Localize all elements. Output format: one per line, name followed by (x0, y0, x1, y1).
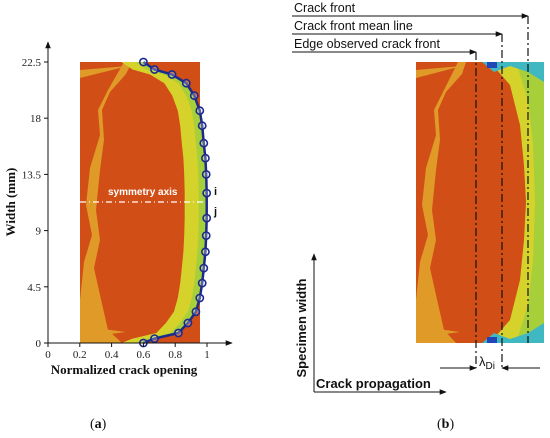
data-point (200, 265, 207, 272)
data-point (202, 248, 209, 255)
data-point (203, 190, 210, 197)
specimen-width-label: Specimen width (294, 278, 309, 377)
caption-b: (b) (437, 417, 454, 432)
caption-a: (a) (90, 417, 107, 432)
data-point (203, 215, 210, 222)
point-label-j: j (213, 206, 217, 218)
data-point (200, 140, 207, 147)
x-tick-label: 0.4 (105, 349, 119, 361)
contour-blue-bottom (487, 337, 497, 343)
x-axis-label: Normalized crack opening (51, 362, 198, 377)
y-ticks: 0 4.5 9 13.5 18 22.5 (22, 57, 48, 350)
data-point (203, 232, 210, 239)
x-tick-label: 0 (45, 349, 51, 361)
y-axis-label: Width (mm) (3, 168, 18, 237)
data-point (183, 80, 190, 87)
y-tick-label: 13.5 (22, 169, 42, 181)
data-point (140, 58, 147, 65)
data-point (199, 280, 206, 287)
x-tick-label: 1 (204, 349, 210, 361)
y-tick-label: 0 (36, 338, 42, 350)
y-tick-label: 18 (30, 113, 42, 125)
contour-blue-top (487, 62, 497, 68)
point-label-i: i (214, 186, 217, 198)
x-tick-label: 0.8 (168, 349, 182, 361)
y-tick-label: 22.5 (22, 57, 42, 69)
panel-b: Crack front Crack front mean line Edge o… (292, 1, 544, 432)
data-point (192, 308, 199, 315)
data-point (199, 122, 206, 129)
crack-propagation-label: Crack propagation (316, 376, 431, 391)
data-point (168, 71, 175, 78)
lambda-label: λDi (479, 354, 495, 372)
x-tick-label: 0.2 (73, 349, 87, 361)
y-tick-label: 9 (36, 226, 42, 238)
edge-crack-front-label: Edge observed crack front (294, 37, 440, 51)
data-point (151, 66, 158, 73)
crack-front-label: Crack front (294, 1, 356, 15)
symmetry-axis-label: symmetry axis (108, 187, 178, 198)
data-point (203, 171, 210, 178)
data-point (191, 92, 198, 99)
x-ticks: 0 0.2 0.4 0.6 0.8 1 (45, 343, 210, 361)
data-point (196, 107, 203, 114)
x-tick-label: 0.6 (137, 349, 151, 361)
panel-a: symmetry axis i j 0 0.2 0.4 0.6 0.8 1 0 4.5 9 13… (3, 42, 232, 432)
data-point (196, 294, 203, 301)
data-point (202, 155, 209, 162)
contour-field-b (416, 62, 544, 343)
data-point (151, 335, 158, 342)
crack-front-mean-label: Crack front mean line (294, 19, 413, 33)
data-point (175, 329, 182, 336)
y-tick-label: 4.5 (27, 282, 41, 294)
data-point (184, 319, 191, 326)
